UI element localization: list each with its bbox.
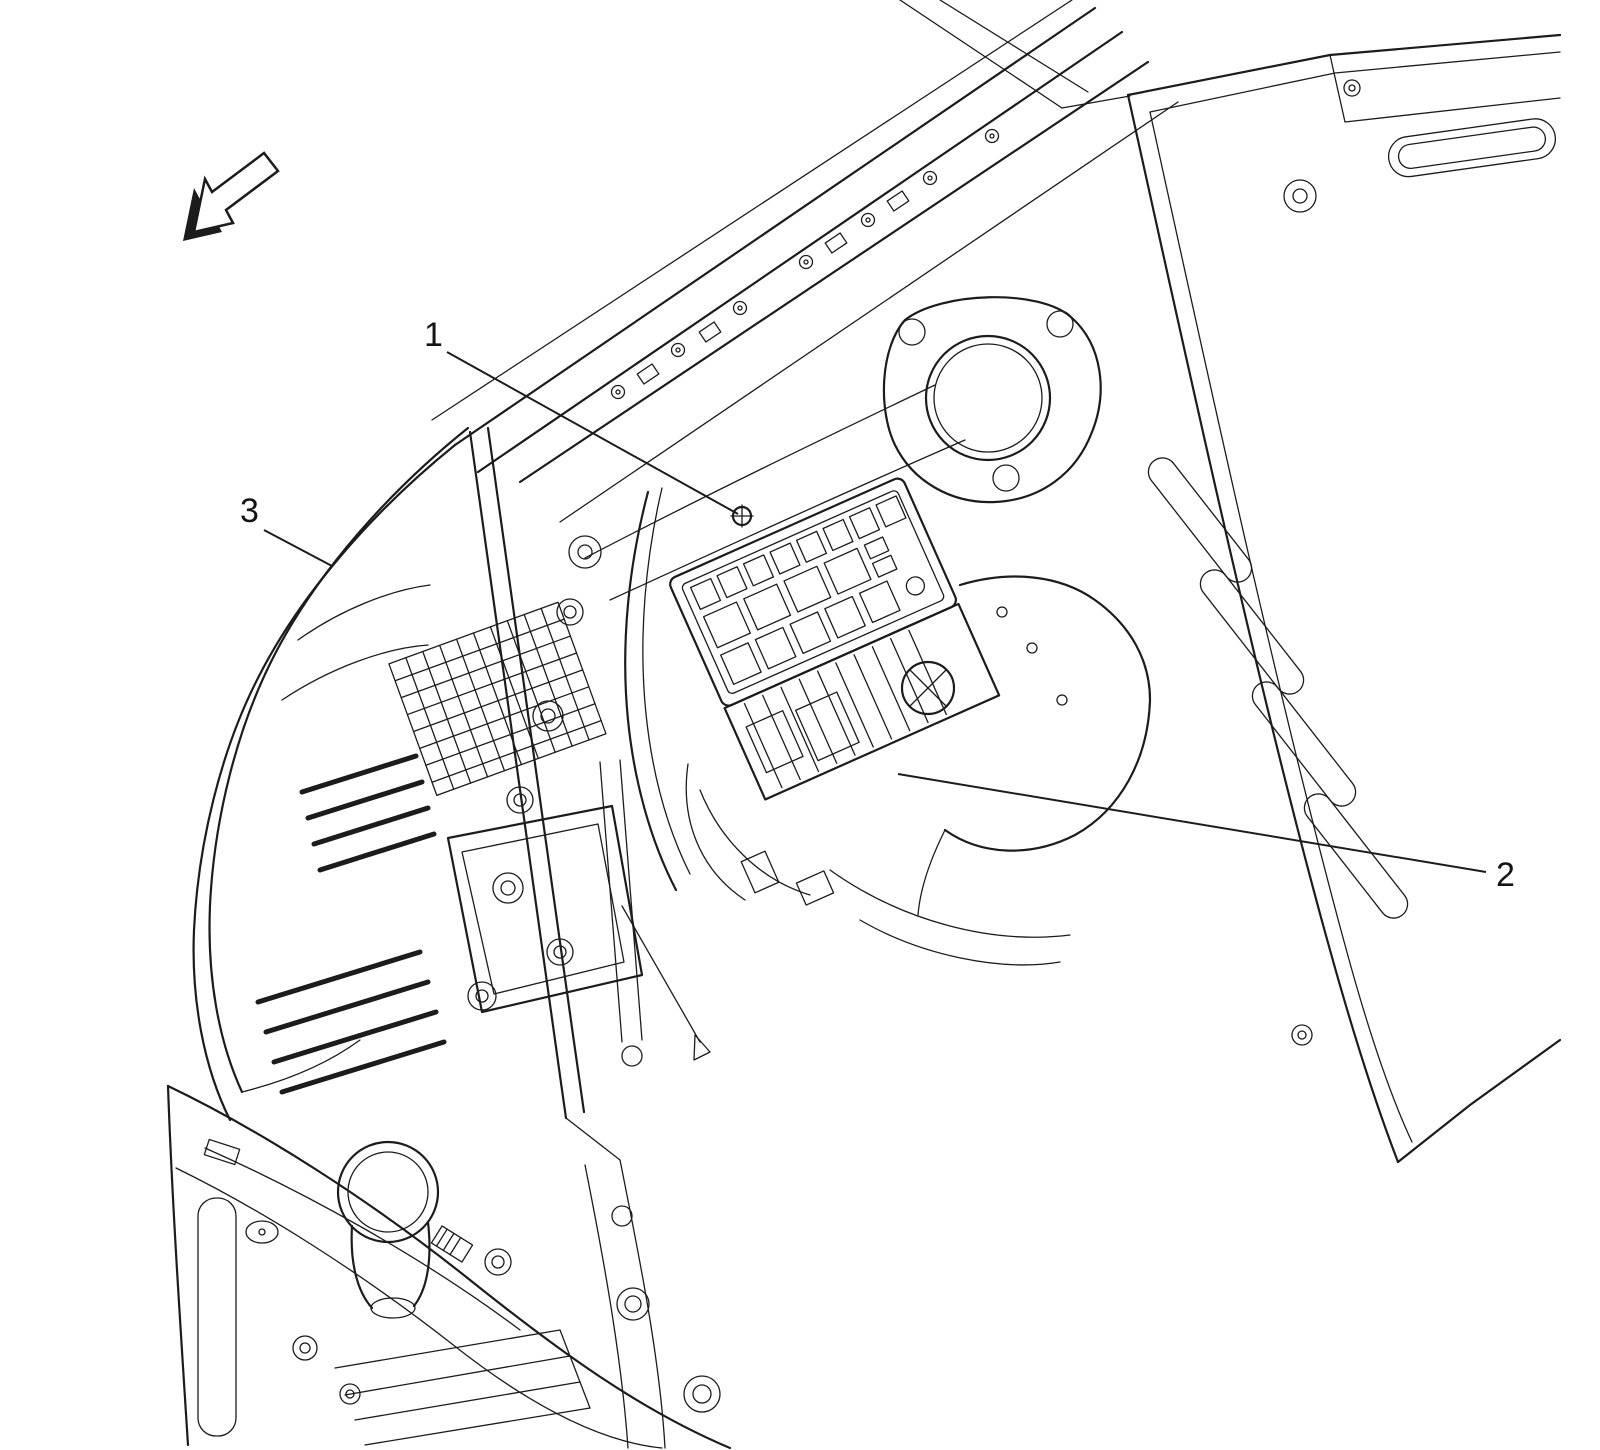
strut-tower-drawing	[829, 575, 1152, 966]
floor-pan-drawing	[882, 33, 1562, 1164]
gasket-opening	[882, 296, 1102, 504]
view-direction-arrow-icon	[183, 151, 280, 241]
reservoir-neck	[336, 1140, 474, 1319]
fuse-block-drawing	[624, 477, 1001, 906]
callout-1: 1	[424, 316, 739, 515]
front-fascia-drawing	[166, 1084, 732, 1450]
callout-3-label: 3	[240, 492, 259, 530]
vent-slats	[255, 753, 447, 1095]
headlamp-assembly-drawing	[192, 426, 607, 1122]
fuse-block-bolt	[730, 504, 754, 528]
callout-1-label: 1	[424, 316, 443, 354]
radiator-support-drawing	[446, 426, 711, 1120]
cowl-panel-drawing	[431, 0, 1179, 601]
callout-2: 2	[897, 773, 1515, 894]
callout-3: 3	[240, 492, 333, 567]
callout-2-label: 2	[1496, 856, 1515, 894]
